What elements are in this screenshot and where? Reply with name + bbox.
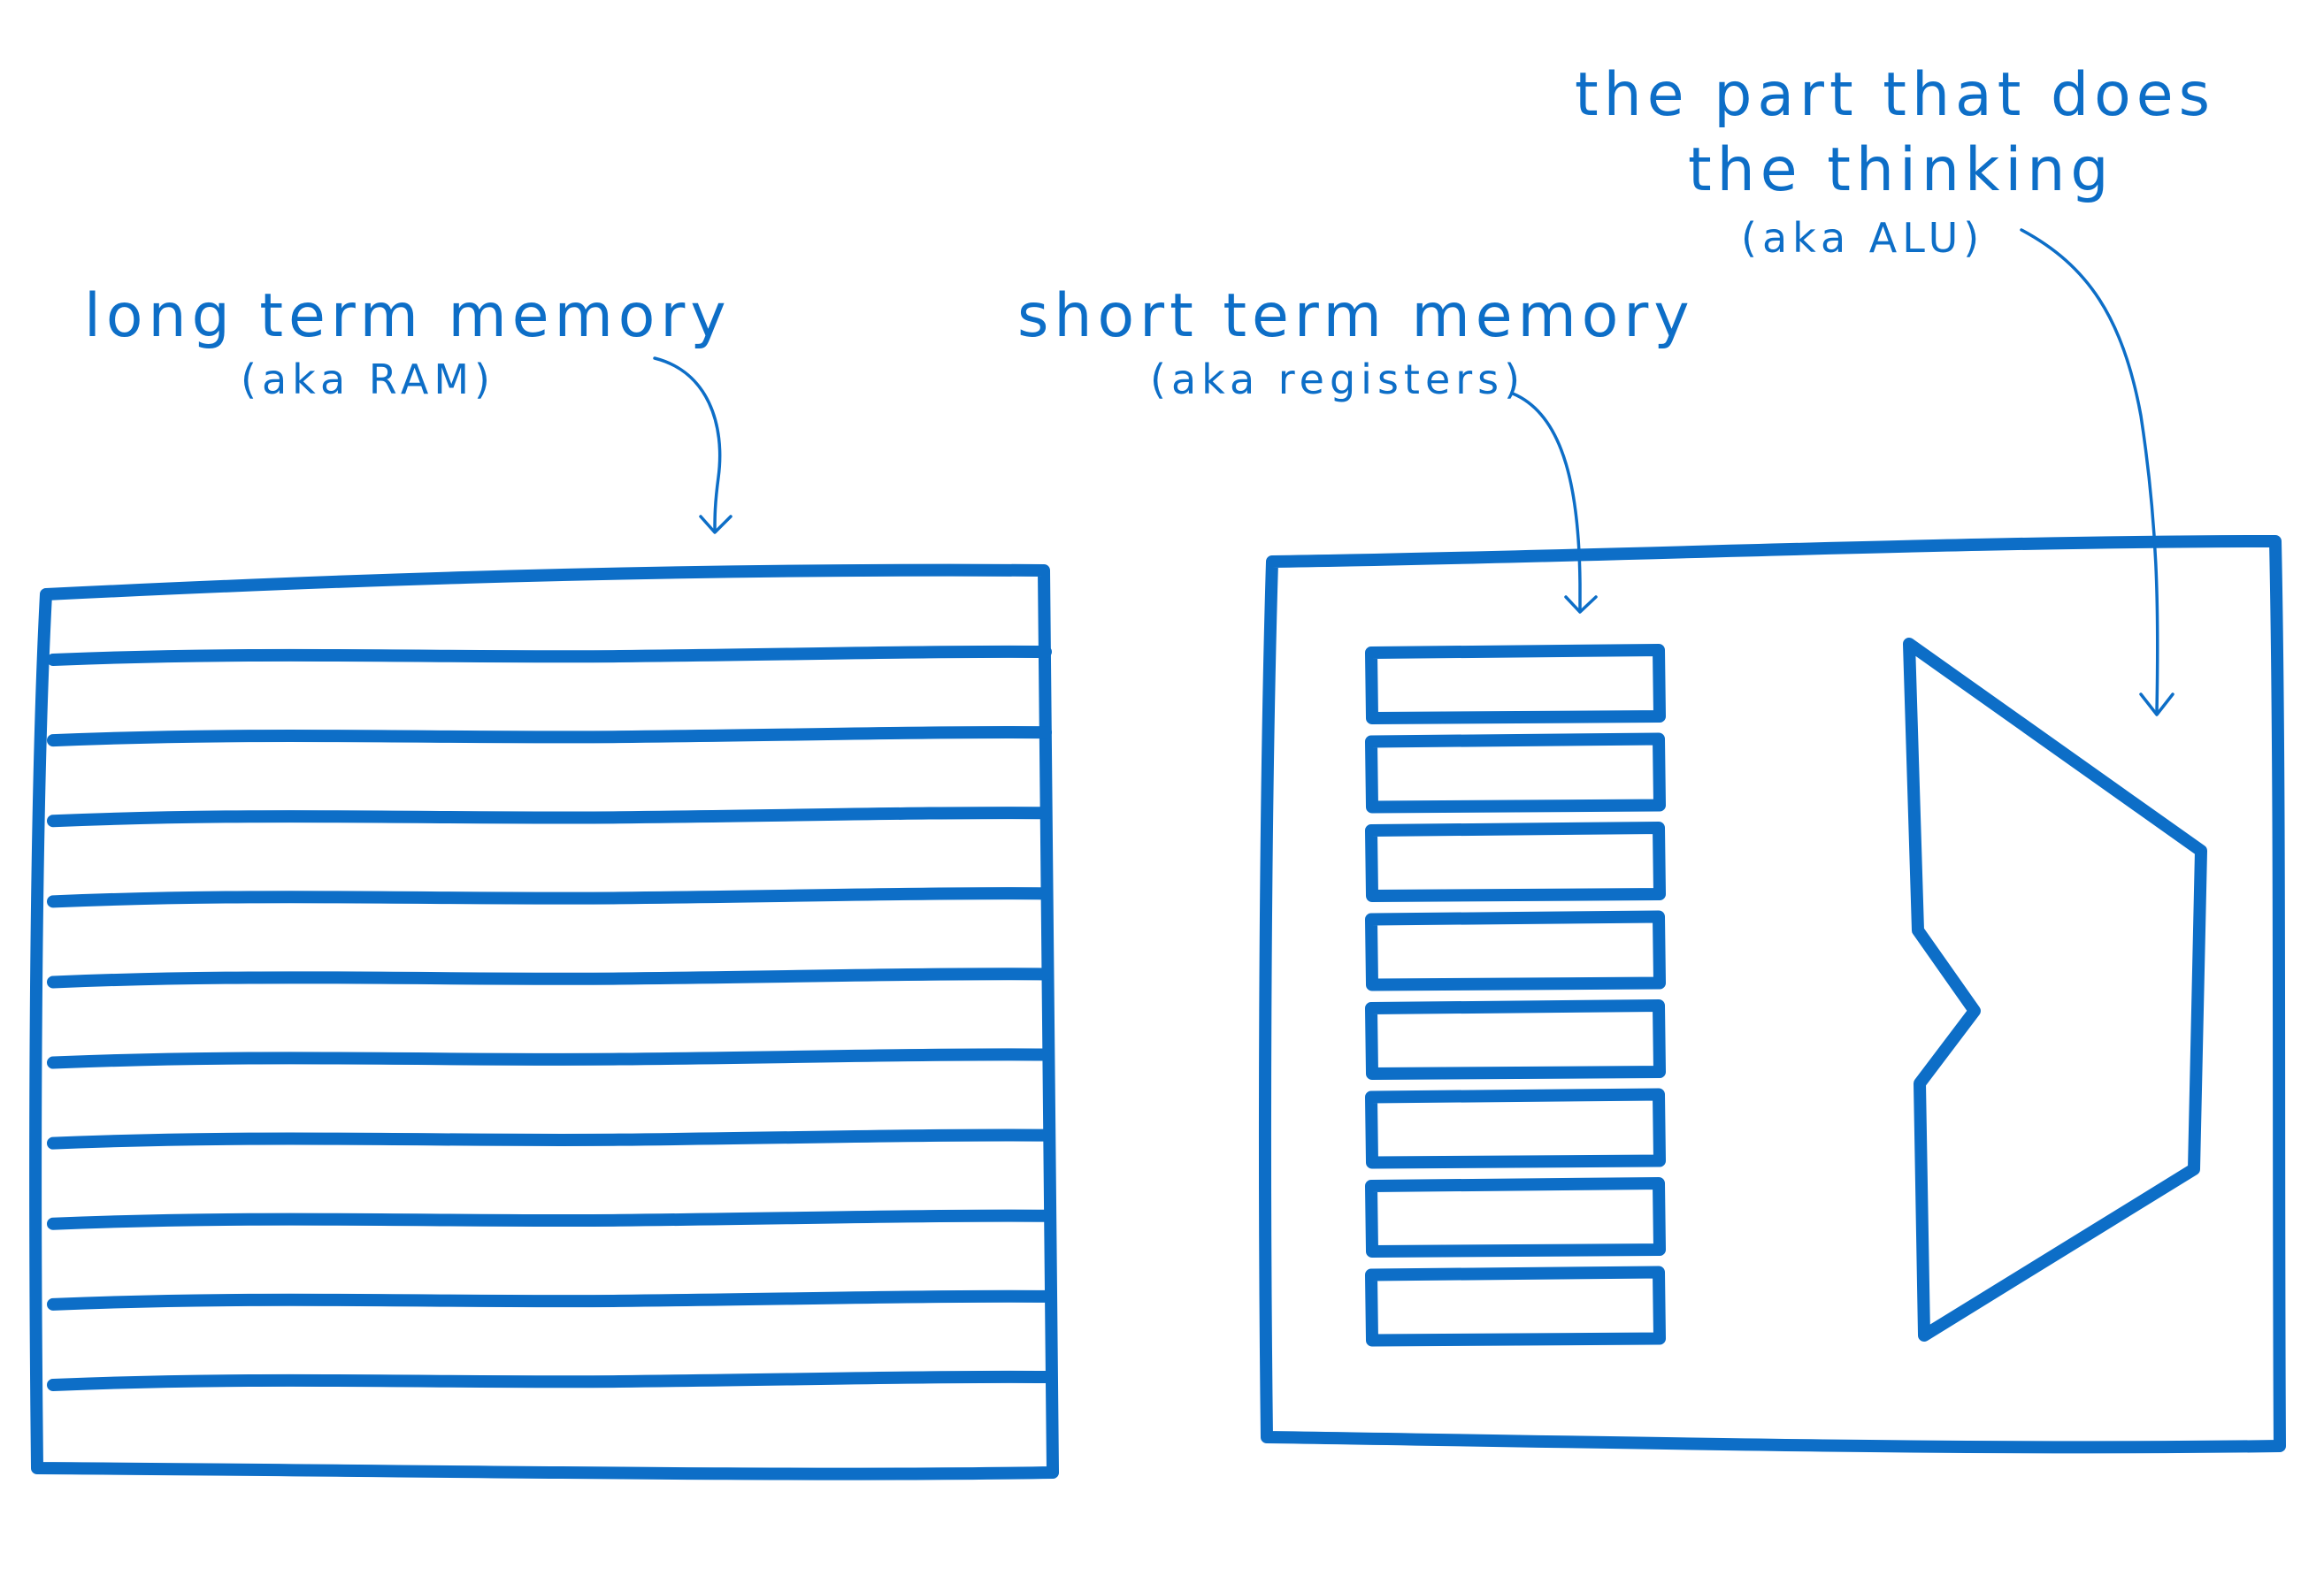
register-box [1365,1266,1666,1347]
ram-row-line [47,1209,1052,1230]
register-box [1365,1177,1666,1258]
ram-row-line [47,887,1052,908]
ram-title: long term memory [84,281,732,351]
alu-pointer-arrow [2020,228,2174,716]
cpu-block [1259,535,2286,1454]
cpu-outline [1259,535,2286,1454]
ram-row-line [47,968,1052,989]
register-box [1365,644,1666,724]
register-box [1365,732,1666,814]
ram-aka-label: (aka RAM) [241,356,495,403]
ram-row-line [47,807,1052,828]
ram-block [29,563,1059,1480]
registers-title: short term memory [1017,281,1695,351]
register-box [1365,1088,1666,1169]
ram-rows [47,645,1052,1391]
register-box [1365,999,1666,1080]
register-box [1365,822,1666,902]
register-stack [1365,644,1666,1347]
alu-title-line2: the thinking [1688,135,2114,205]
ram-row-line [47,1048,1052,1069]
ram-row-line [47,725,1052,747]
alu-trapezoid [1903,638,2207,1342]
ram-row-line [47,1289,1052,1311]
register-box [1365,910,1666,991]
ram-row-line [47,1128,1052,1150]
ram-row-line [47,645,1052,666]
ram-outline [29,563,1059,1480]
alu-aka-label: (aka ALU) [1741,214,1984,262]
ram-pointer-arrow [653,356,732,534]
alu-title-line1: the part that does [1575,60,2215,130]
registers-aka-label: (aka registers) [1150,356,1525,403]
registers-pointer-arrow [1511,392,1598,614]
ram-row-line [47,1370,1052,1391]
